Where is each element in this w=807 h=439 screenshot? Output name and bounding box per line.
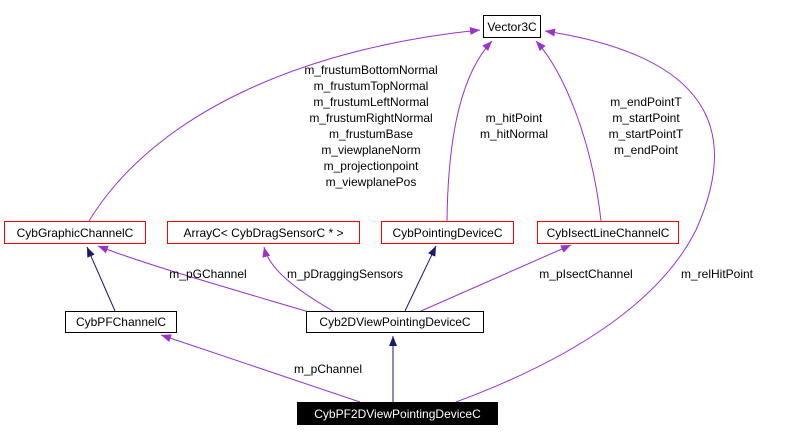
edge-label-p-isect-channel: m_pIsectChannel (539, 267, 633, 281)
edge-p-isect-channel (420, 244, 572, 312)
edge-label-line-point-members: m_endPointT m_startPoint m_startPointT m… (608, 95, 684, 157)
class-node-cybpointingdevicec[interactable]: CybPointingDeviceC (381, 221, 514, 244)
class-node-vector3c[interactable]: Vector3C (483, 15, 541, 38)
class-node-cybisectlinechannelc[interactable]: CybIsectLineChannelC (537, 221, 679, 244)
edge-label-frustum-members: m_frustumBottomNormal m_frustumTopNormal… (304, 63, 438, 189)
class-node-arrayc-cybdragsensorc[interactable]: ArrayC< CybDragSensorC * > (167, 221, 360, 244)
edge-label-p-g-channel: m_pGChannel (169, 267, 247, 281)
edge-rel-hit-point (455, 28, 716, 403)
edge-frustum-members (88, 27, 481, 222)
edge-p-channel (160, 334, 361, 403)
edge-hit-members (446, 40, 493, 222)
edge-p-dragging-sensors (262, 246, 334, 312)
edge-label-p-channel: m_pChannel (293, 362, 363, 376)
edge-line-point-members (535, 40, 602, 222)
edge-p-g-channel (97, 245, 310, 313)
edge-label-p-dragging-sensors: m_pDraggingSensors (286, 267, 404, 281)
edge-label-hit-members: m_hitPoint m_hitNormal (479, 111, 549, 141)
class-node-cyb2dviewpointingdevicec[interactable]: Cyb2DViewPointingDeviceC (306, 311, 484, 333)
class-node-cybpfchannelc[interactable]: CybPFChannelC (65, 311, 177, 333)
class-node-cybpf2dviewpointingdevicec: CybPF2DViewPointingDeviceC (297, 402, 498, 425)
edge-inherit-pfchannel-graphicchannel (86, 246, 116, 312)
class-node-cybgraphicchannelc[interactable]: CybGraphicChannelC (4, 221, 146, 244)
edge-label-rel-hit-point: m_relHitPoint (680, 267, 754, 281)
edge-inherit-2dview-pointingdevice (404, 245, 437, 312)
